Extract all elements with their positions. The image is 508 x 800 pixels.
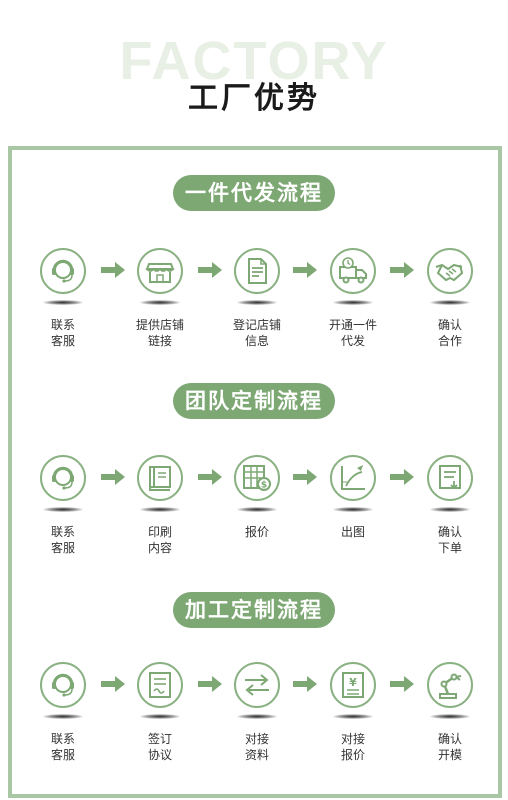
step-label: 报价 bbox=[217, 524, 297, 540]
icon-shadow bbox=[333, 714, 373, 719]
step-label: 开通一件代发 bbox=[313, 317, 393, 349]
step-label: 对接资料 bbox=[217, 731, 297, 763]
step-label: 提供店铺链接 bbox=[120, 317, 200, 349]
icon-shadow bbox=[333, 507, 373, 512]
storefront-icon bbox=[137, 248, 183, 294]
step-label-line2: 下单 bbox=[437, 541, 462, 555]
icon-shadow bbox=[333, 300, 373, 305]
step-label-line1: 出图 bbox=[340, 525, 365, 539]
step-label-line1: 联系 bbox=[50, 525, 75, 539]
page-title: 工厂优势 bbox=[188, 81, 320, 116]
step-label: 印刷内容 bbox=[120, 524, 200, 556]
step-label-line2: 信息 bbox=[244, 334, 269, 348]
arrow-right-icon bbox=[292, 468, 318, 486]
step-label-line2: 内容 bbox=[147, 541, 172, 555]
step-label-line2: 报价 bbox=[340, 748, 365, 762]
icon-shadow bbox=[43, 507, 83, 512]
step-label: 登记店铺信息 bbox=[217, 317, 297, 349]
step-label-line1: 确认 bbox=[437, 318, 462, 332]
arrow-right-icon bbox=[197, 468, 223, 486]
step-label: 确认合作 bbox=[410, 317, 490, 349]
step-label-line1: 提供店铺 bbox=[135, 318, 184, 332]
arrow-right-icon bbox=[197, 261, 223, 279]
icon-shadow bbox=[43, 300, 83, 305]
icon-shadow bbox=[237, 300, 277, 305]
headset-icon bbox=[40, 662, 86, 708]
arrow-right-icon bbox=[100, 261, 126, 279]
step-label-line2: 开模 bbox=[437, 748, 462, 762]
arrow-right-icon bbox=[389, 261, 415, 279]
book-icon bbox=[137, 455, 183, 501]
headset-icon bbox=[40, 248, 86, 294]
design-draft-icon bbox=[330, 455, 376, 501]
arrow-right-icon bbox=[389, 675, 415, 693]
section-title-team-custom: 团队定制流程 bbox=[173, 383, 335, 419]
order-form-icon bbox=[427, 455, 473, 501]
step-label-line2: 客服 bbox=[50, 334, 75, 348]
step-label-line1: 登记店铺 bbox=[232, 318, 281, 332]
yuan-invoice-icon bbox=[330, 662, 376, 708]
step-label-line1: 开通一件 bbox=[328, 318, 377, 332]
step-label-line1: 对接 bbox=[244, 732, 269, 746]
icon-shadow bbox=[140, 714, 180, 719]
handshake-icon bbox=[427, 248, 473, 294]
icon-shadow bbox=[430, 714, 470, 719]
step-label-line1: 联系 bbox=[50, 318, 75, 332]
contract-icon bbox=[137, 662, 183, 708]
step-label: 联系客服 bbox=[23, 317, 103, 349]
factory-watermark: FACTORY bbox=[119, 31, 389, 91]
step-label: 签订协议 bbox=[120, 731, 200, 763]
icon-shadow bbox=[140, 507, 180, 512]
icon-shadow bbox=[140, 300, 180, 305]
process-frame bbox=[8, 146, 502, 798]
document-icon bbox=[234, 248, 280, 294]
step-label-line1: 签订 bbox=[147, 732, 172, 746]
step-label: 联系客服 bbox=[23, 524, 103, 556]
arrow-right-icon bbox=[292, 675, 318, 693]
step-label: 对接报价 bbox=[313, 731, 393, 763]
delivery-truck-icon bbox=[330, 248, 376, 294]
step-label-line1: 对接 bbox=[340, 732, 365, 746]
arrow-right-icon bbox=[197, 675, 223, 693]
arrow-right-icon bbox=[389, 468, 415, 486]
arrow-right-icon bbox=[100, 468, 126, 486]
step-label: 联系客服 bbox=[23, 731, 103, 763]
arrow-right-icon bbox=[292, 261, 318, 279]
price-sheet-icon bbox=[234, 455, 280, 501]
step-label: 出图 bbox=[313, 524, 393, 540]
step-label-line2: 协议 bbox=[147, 748, 172, 762]
step-label: 确认下单 bbox=[410, 524, 490, 556]
step-label-line2: 资料 bbox=[244, 748, 269, 762]
step-label-line2: 代发 bbox=[340, 334, 365, 348]
arrow-right-icon bbox=[100, 675, 126, 693]
exchange-arrows-icon bbox=[234, 662, 280, 708]
icon-shadow bbox=[237, 507, 277, 512]
headset-icon bbox=[40, 455, 86, 501]
icon-shadow bbox=[430, 300, 470, 305]
step-label: 确认开模 bbox=[410, 731, 490, 763]
step-label-line1: 确认 bbox=[437, 525, 462, 539]
step-label-line1: 确认 bbox=[437, 732, 462, 746]
step-label-line1: 印刷 bbox=[147, 525, 172, 539]
robot-arm-icon bbox=[427, 662, 473, 708]
step-label-line2: 链接 bbox=[147, 334, 172, 348]
icon-shadow bbox=[43, 714, 83, 719]
step-label-line2: 客服 bbox=[50, 541, 75, 555]
icon-shadow bbox=[430, 507, 470, 512]
step-label-line1: 报价 bbox=[244, 525, 269, 539]
section-title-dropship: 一件代发流程 bbox=[173, 175, 335, 211]
section-title-processing-custom: 加工定制流程 bbox=[173, 592, 335, 628]
step-label-line1: 联系 bbox=[50, 732, 75, 746]
step-label-line2: 客服 bbox=[50, 748, 75, 762]
icon-shadow bbox=[237, 714, 277, 719]
step-label-line2: 合作 bbox=[437, 334, 462, 348]
